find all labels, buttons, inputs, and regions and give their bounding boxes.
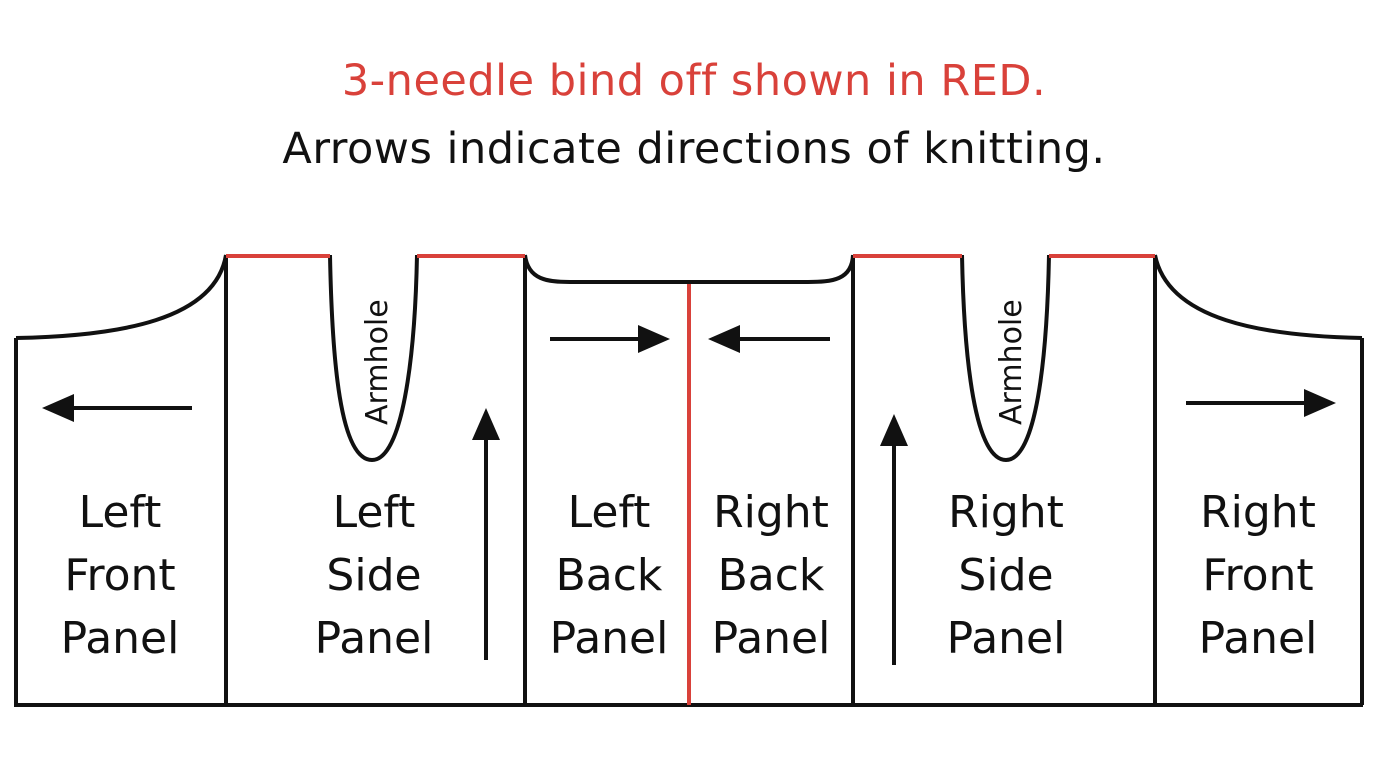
- knitting-direction-arrows: [42, 325, 1336, 665]
- arrow-left-side: [472, 408, 500, 660]
- right-back-label-line1: Right: [713, 487, 829, 538]
- title-arrows-note: Arrows indicate directions of knitting.: [282, 124, 1106, 174]
- right-front-neck-curve: [1153, 254, 1363, 340]
- right-side-label-line3: Panel: [947, 613, 1066, 664]
- panel-labels: Left Front Panel Left Side Panel Left Ba…: [61, 487, 1318, 664]
- left-front-label-line2: Front: [64, 550, 175, 601]
- left-side-label-line1: Left: [333, 487, 416, 538]
- armhole-label-left: Armhole: [360, 299, 395, 425]
- arrow-right-front: [1186, 389, 1336, 417]
- arrow-right-side: [880, 414, 908, 665]
- left-front-neck-curve: [15, 254, 228, 340]
- left-side-label-line2: Side: [326, 550, 421, 601]
- left-back-label-line1: Left: [568, 487, 651, 538]
- arrow-left-back: [550, 325, 670, 353]
- left-back-label-line2: Back: [556, 550, 663, 601]
- left-front-label-line3: Panel: [61, 613, 180, 664]
- right-front-label-line3: Panel: [1199, 613, 1318, 664]
- right-armhole-curve: [960, 254, 1051, 463]
- back-neck-curve: [523, 254, 855, 284]
- right-side-label-line1: Right: [948, 487, 1064, 538]
- left-front-label-line1: Left: [79, 487, 162, 538]
- left-back-label-line3: Panel: [550, 613, 669, 664]
- right-front-label-line1: Right: [1200, 487, 1316, 538]
- bind-off-lines: [226, 254, 1155, 705]
- right-back-label-line2: Back: [718, 550, 825, 601]
- left-side-label-line3: Panel: [315, 613, 434, 664]
- armhole-label-right: Armhole: [994, 299, 1029, 425]
- right-side-label-line2: Side: [958, 550, 1053, 601]
- arrow-right-back: [708, 325, 830, 353]
- panel-outlines: [14, 254, 1364, 707]
- title-bind-off-note: 3-needle bind off shown in RED.: [341, 56, 1047, 106]
- right-front-label-line2: Front: [1202, 550, 1313, 601]
- right-back-label-line3: Panel: [712, 613, 831, 664]
- arrow-left-front: [42, 394, 192, 422]
- left-armhole-curve: [328, 254, 419, 463]
